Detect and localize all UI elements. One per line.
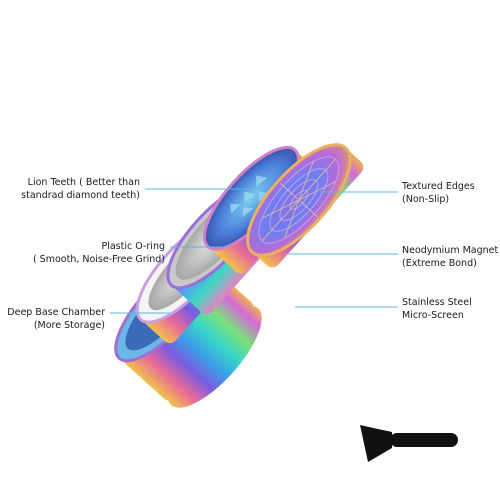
- label-lion-teeth-line2: standrad diamond teeth): [21, 190, 140, 201]
- label-lion-teeth: Lion Teeth ( Better than standrad diamon…: [10, 176, 140, 202]
- label-deep-base-line1: Deep Base Chamber: [7, 307, 105, 318]
- label-textured-edges: Textured Edges (Non-Slip): [402, 180, 497, 206]
- label-plastic-oring: Plastic O-ring ( Smooth, Noise-Free Grin…: [5, 240, 165, 266]
- label-deep-base-line2: (More Storage): [33, 320, 105, 331]
- label-lion-teeth-line1: Lion Teeth ( Better than: [27, 177, 140, 188]
- label-magnet: Neodymium Magnet (Extreme Bond): [402, 244, 498, 270]
- scraper-tool: [360, 425, 458, 462]
- label-plastic-oring-line1: Plastic O-ring: [101, 241, 165, 252]
- label-screen: Stainless Steel Micro-Screen: [402, 296, 497, 322]
- label-plastic-oring-line2: ( Smooth, Noise-Free Grind): [32, 254, 165, 265]
- label-textured-edges-line2: (Non-Slip): [402, 194, 450, 205]
- lid: [246, 143, 364, 268]
- label-screen-line1: Stainless Steel: [402, 297, 472, 308]
- label-magnet-line1: Neodymium Magnet: [402, 245, 499, 256]
- callout-lines: [110, 188, 398, 314]
- label-textured-edges-line1: Textured Edges: [402, 181, 475, 192]
- label-screen-line2: Micro-Screen: [402, 310, 464, 321]
- label-magnet-line2: (Extreme Bond): [402, 258, 477, 269]
- label-deep-base: Deep Base Chamber (More Storage): [5, 306, 105, 332]
